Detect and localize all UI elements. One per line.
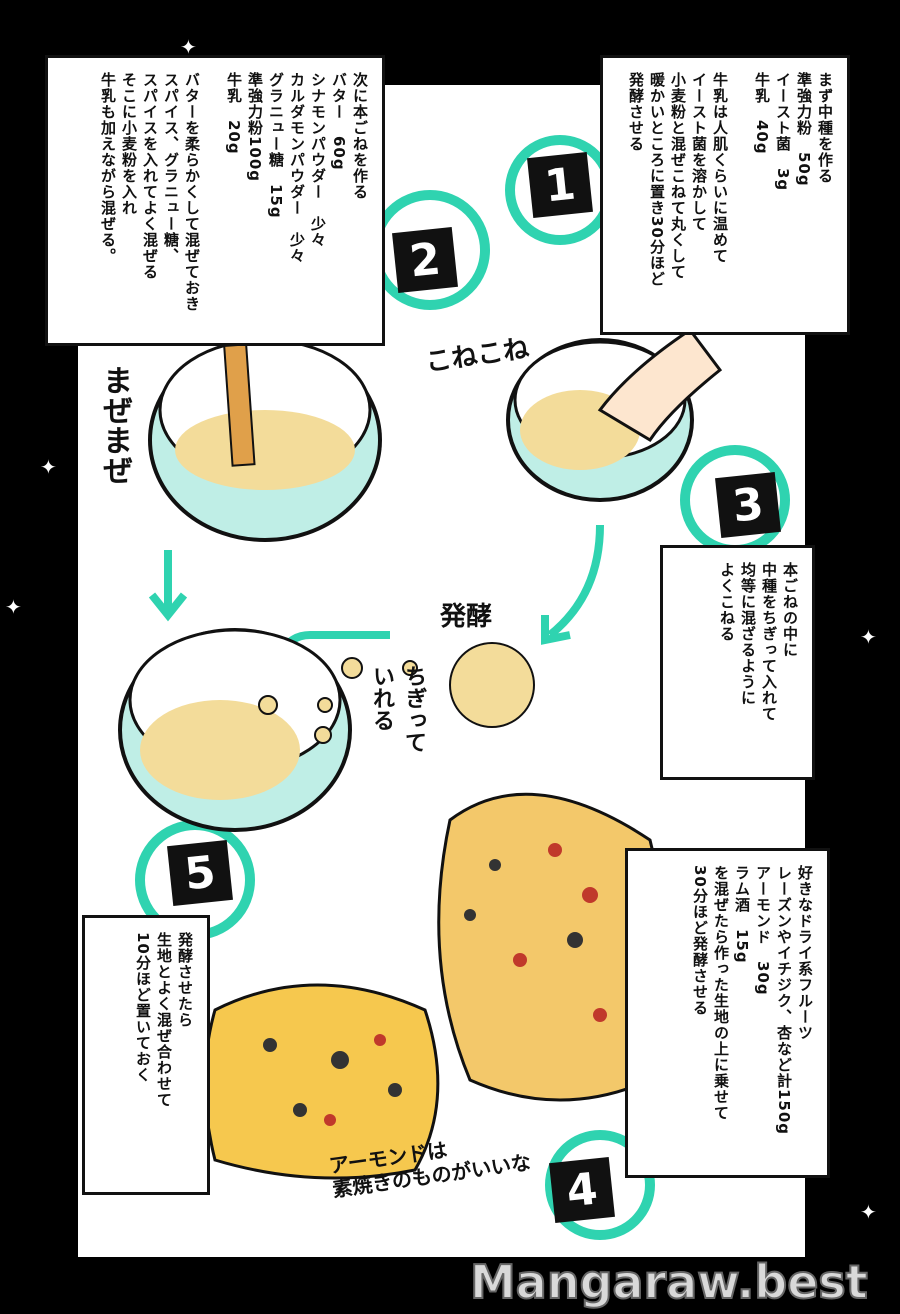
bowl-combining (118, 628, 352, 832)
sparkle-icon: ✦ (860, 625, 877, 649)
bowl-kneading (506, 327, 723, 502)
bowl-mixing (148, 338, 382, 542)
step-3-badge: 3 (715, 472, 781, 538)
step-5-badge: 5 (167, 840, 233, 906)
step-4-text: 好きなドライ系フルーツ レーズンやイチジク、杏など計150g アーモンド 30g… (625, 848, 830, 1178)
step-5-text: 発酵させたら 生地とよく混ぜ合わせて 10分ほど置いておく (82, 915, 210, 1195)
watermark: Mangaraw.best (469, 1255, 869, 1309)
step-4-badge: 4 (549, 1157, 615, 1223)
sfx-tear: ちぎって いれる (369, 665, 426, 753)
sparkle-icon: ✦ (5, 595, 22, 619)
sparkle-icon: ✦ (180, 35, 197, 59)
sfx-mix: まぜまぜ (97, 365, 132, 485)
sparkle-icon: ✦ (40, 455, 57, 479)
sfx-ferment: 発酵 (440, 602, 493, 632)
step-1-text: まず中種を作る 準強力粉 50g イースト菌 3g 牛乳 40g 牛乳は人肌くら… (600, 55, 850, 335)
flower-ornament-4 (545, 1130, 655, 1240)
fruit-dough-step5 (203, 983, 440, 1180)
sparkle-icon: ✦ (860, 1200, 877, 1224)
step-1-badge: 1 (527, 152, 593, 218)
step-2-text: 次に本ごねを作る バター 60g シナモンパウダー 少々 カルダモンパウダー 少… (45, 55, 385, 346)
dough-pieces (258, 642, 535, 744)
step-2-badge: 2 (392, 227, 458, 293)
step-3-text: 本ごねの中に 中種をちぎって入れて 均等に混ざるように よくこねる (660, 545, 815, 780)
